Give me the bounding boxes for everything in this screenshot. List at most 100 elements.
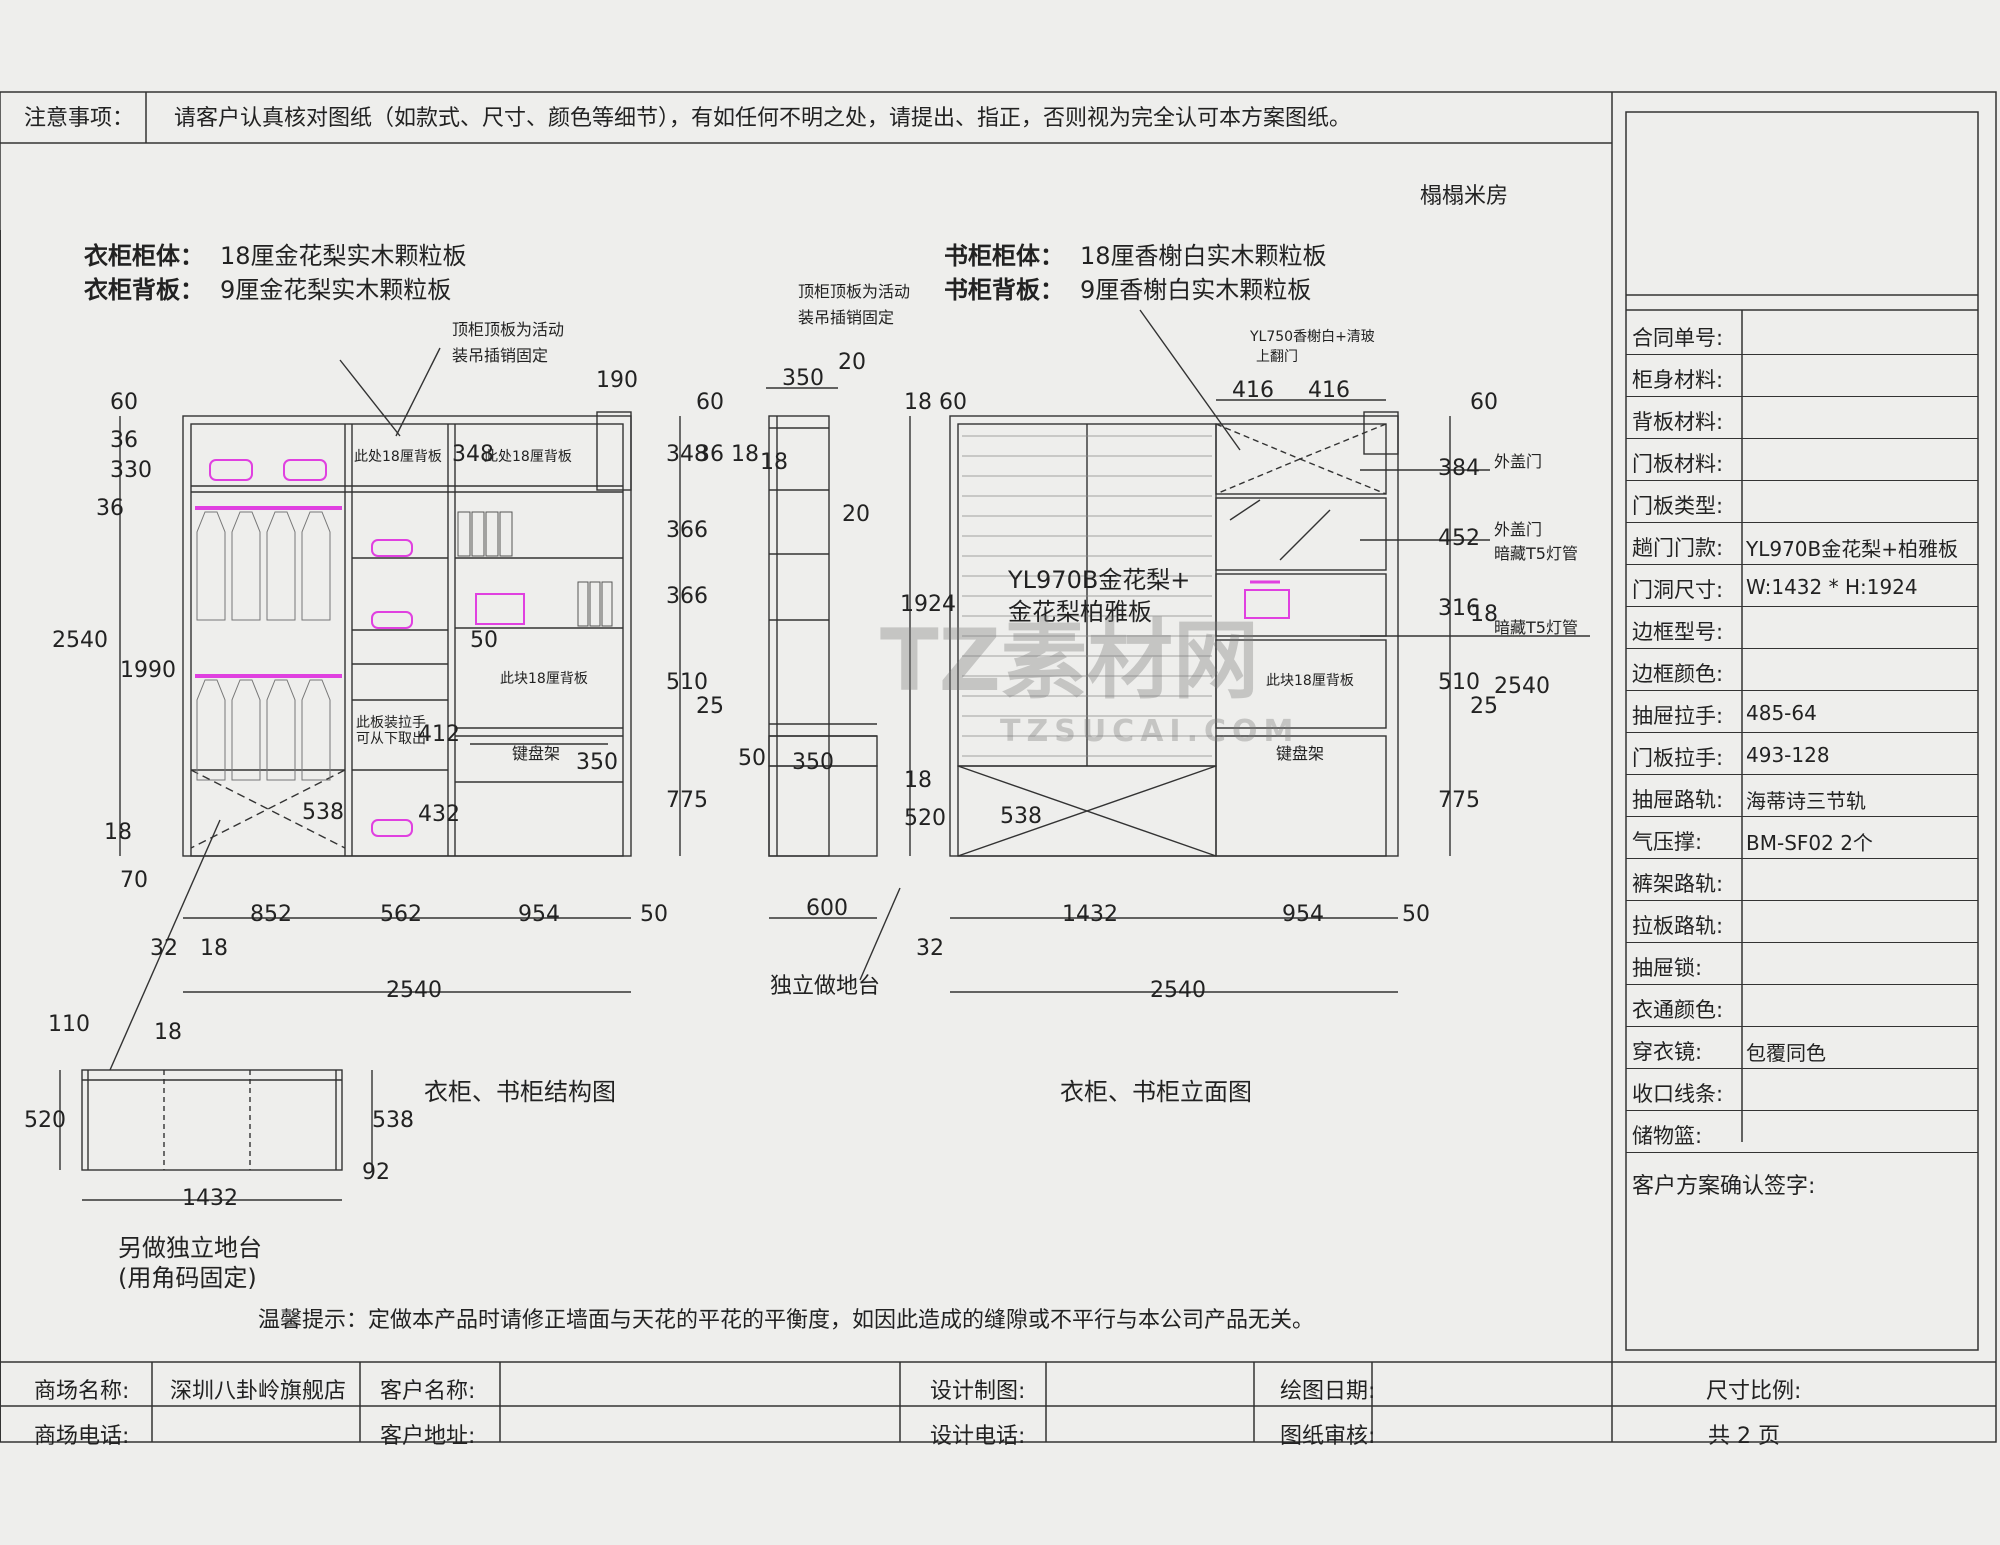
caption-platform-1: 另做独立地台 <box>118 1234 262 1262</box>
scale-label: 尺寸比例: <box>1706 1379 1802 1404</box>
wardrobe-back-value: 9厘金花梨实木颗粒板 <box>220 276 452 304</box>
spec-row: 边框颜色: <box>1626 648 1978 691</box>
dim-e384: 384 <box>1438 456 1480 481</box>
note-removable-2: 可从下取出 <box>356 731 426 747</box>
spec-row: 边框型号: <box>1626 606 1978 649</box>
spec-row: 门板材料: <box>1626 438 1978 481</box>
notice-label: 注意事项： <box>24 106 135 131</box>
bookcase-back-value: 9厘香榭白实木颗粒板 <box>1080 276 1312 304</box>
note-door-model-2: 上翻门 <box>1256 349 1298 365</box>
dim-2540: 2540 <box>52 628 108 653</box>
dim-e316: 316 <box>1438 596 1480 621</box>
design-label: 设计制图: <box>930 1379 1026 1404</box>
dim-36: 36 <box>110 428 138 453</box>
dim-s350: 350 <box>782 366 824 391</box>
dim-412: 412 <box>418 722 460 747</box>
dim-s600: 600 <box>806 896 848 921</box>
dim-e18b: 18 <box>1470 602 1498 627</box>
dim-s20: 20 <box>838 350 866 375</box>
dim-s510: 510 <box>666 670 708 695</box>
note-sliding-door-2: 金花梨柏雅板 <box>1008 598 1152 626</box>
dim-e50: 50 <box>1402 902 1430 927</box>
note-hidden-light2: 暗藏T5灯管 <box>1494 618 1578 637</box>
dim-348: 348 <box>452 442 494 467</box>
design-phone-label: 设计电话: <box>930 1424 1026 1449</box>
spec-row: 门板类型: <box>1626 480 1978 523</box>
note-side-top-cabinet-1: 顶柜顶板为活动 <box>798 282 911 301</box>
side-view <box>679 415 878 857</box>
note-top-cabinet-2: 装吊插销固定 <box>452 346 549 365</box>
structure-view <box>119 411 632 857</box>
store-name-label: 商场名称: <box>34 1379 130 1404</box>
note-back-panel-18b: 此处18厘背板 <box>484 449 572 465</box>
note-outer-door: 外盖门 <box>1494 452 1543 471</box>
dim-s348: 348 <box>666 442 708 467</box>
dim-e452: 452 <box>1438 526 1480 551</box>
caption-elevation: 衣柜、书柜立面图 <box>1060 1078 1252 1106</box>
caption-structure: 衣柜、书柜结构图 <box>424 1078 616 1106</box>
spec-row: 合同单号: <box>1626 312 1978 355</box>
dim-e2540: 2540 <box>1494 674 1550 699</box>
note-outer-door2: 外盖门 <box>1494 520 1543 539</box>
store-phone-label: 商场电话: <box>34 1424 130 1449</box>
dim-50: 50 <box>470 628 498 653</box>
dim-190: 190 <box>596 368 638 393</box>
dim-p520: 520 <box>24 1108 66 1133</box>
dim-e25: 25 <box>1470 694 1498 719</box>
spec-row: 门板拉手:493-128 <box>1626 732 1978 775</box>
note-keyboard-tray2: 键盘架 <box>1276 744 1325 763</box>
dim-e1432: 1432 <box>1062 902 1118 927</box>
dim-e18: 18 <box>904 768 932 793</box>
spec-row: 衣通颜色: <box>1626 984 1978 1027</box>
dim-538: 538 <box>302 800 344 825</box>
dim-s50: 50 <box>738 746 766 771</box>
dim-e1860: 18 60 <box>904 390 967 415</box>
platform-view <box>59 1069 373 1201</box>
dim-p538: 538 <box>372 1108 414 1133</box>
dim-e416a: 416 <box>1232 378 1274 403</box>
dim-b2540: 2540 <box>386 978 442 1003</box>
dim-s350b: 350 <box>792 750 834 775</box>
dim-p1432: 1432 <box>182 1186 238 1211</box>
caption-platform-2: (用角码固定) <box>118 1264 257 1292</box>
dim-p18: 18 <box>154 1020 182 1045</box>
wardrobe-back-label: 衣柜背板： <box>84 276 204 304</box>
dim-350: 350 <box>576 750 618 775</box>
room-name: 榻榻米房 <box>1420 184 1509 209</box>
dim-s18: 18 <box>760 450 788 475</box>
dim-18: 18 <box>104 820 132 845</box>
clothing-icons <box>196 511 331 781</box>
dim-36b: 36 <box>96 496 124 521</box>
dim-1990: 1990 <box>120 658 176 683</box>
spec-row: 抽屉锁: <box>1626 942 1978 985</box>
dim-s775: 775 <box>666 788 708 813</box>
note-back-panel-block2: 此块18厘背板 <box>1266 673 1354 689</box>
bookcase-back-label: 书柜背板： <box>944 276 1064 304</box>
client-name-label: 客户名称: <box>380 1379 476 1404</box>
wardrobe-body-value: 18厘金花梨实木颗粒板 <box>220 242 467 270</box>
review-label: 图纸审核: <box>1280 1424 1376 1449</box>
draw-date-label: 绘图日期: <box>1280 1379 1376 1404</box>
folded-clothes-icons <box>209 459 525 837</box>
page-count: 共 2 页 <box>1708 1424 1780 1449</box>
wardrobe-body-label: 衣柜柜体： <box>84 242 204 270</box>
spec-row: 抽屉拉手:485-64 <box>1626 690 1978 733</box>
note-side-top-cabinet-2: 装吊插销固定 <box>798 308 895 327</box>
note-keyboard-tray: 键盘架 <box>512 744 561 763</box>
note-top-cabinet-1: 顶柜顶板为活动 <box>452 320 565 339</box>
dim-s3618: 36 18 <box>696 442 759 467</box>
spec-row: 背板材料: <box>1626 396 1978 439</box>
watermark-url: TZSUCAI.COM <box>1000 714 1300 749</box>
note-sliding-door-1: YL970B金花梨+ <box>1008 566 1191 594</box>
spec-row: 拉板路轨: <box>1626 900 1978 943</box>
bookcase-body-value: 18厘香榭白实木颗粒板 <box>1080 242 1327 270</box>
spec-row: 柜身材料: <box>1626 354 1978 397</box>
dim-e510: 510 <box>1438 670 1480 695</box>
dim-b562: 562 <box>380 902 422 927</box>
dim-330: 330 <box>110 458 152 483</box>
dim-e60: 60 <box>1470 390 1498 415</box>
store-name-value: 深圳八卦岭旗舰店 <box>170 1379 347 1404</box>
spec-row: 气压撑:BM-SF02 2个 <box>1626 816 1978 859</box>
